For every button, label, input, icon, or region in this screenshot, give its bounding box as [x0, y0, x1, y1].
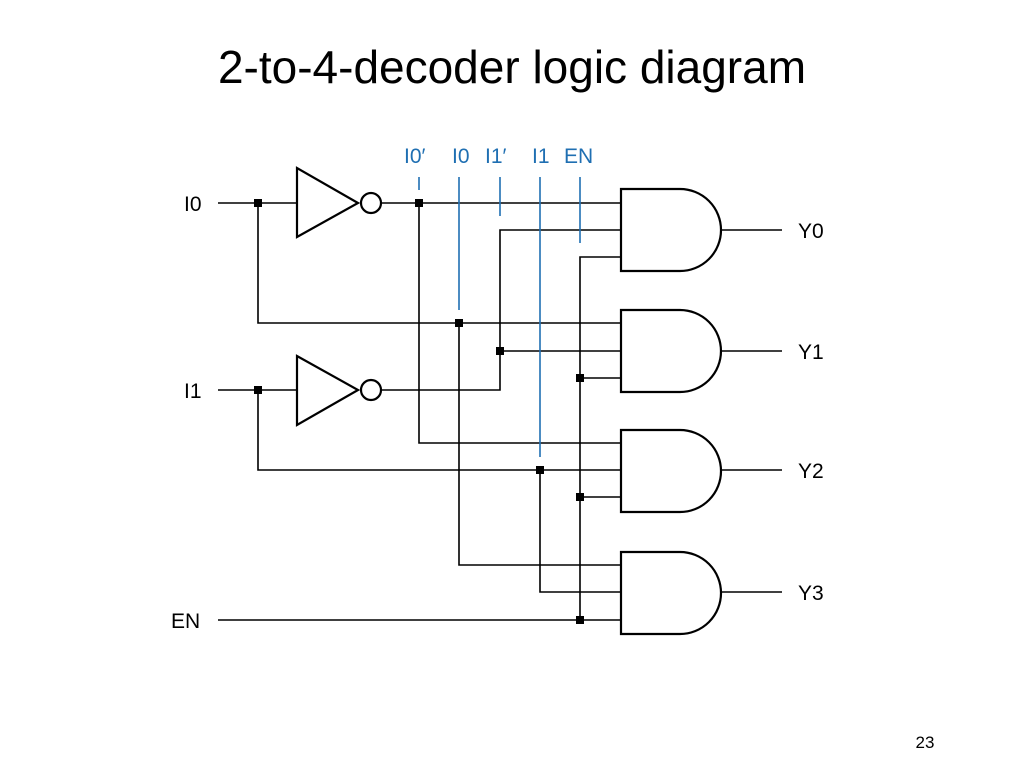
- junction-dot: [536, 466, 544, 474]
- bus-label-i0-complement: I0′: [404, 145, 426, 168]
- output-label-y2: Y2: [798, 460, 824, 483]
- slide-title: 2-to-4-decoder logic diagram: [217, 41, 807, 93]
- bus-label-i1: I1: [532, 145, 550, 168]
- wire-i1-true-down: [539, 470, 621, 593]
- and-gate-y0: [619, 187, 723, 273]
- junction-dot: [455, 319, 463, 327]
- input-label-i1: I1: [184, 380, 202, 403]
- wire-i1-true: [257, 390, 621, 471]
- bus-label-i1-complement: I1′: [485, 145, 507, 168]
- junction-dot: [576, 374, 584, 382]
- output-label-y3: Y3: [798, 582, 824, 605]
- and-gate-y1: [619, 308, 723, 394]
- output-label-y0: Y0: [798, 220, 824, 243]
- junction-dot: [576, 616, 584, 624]
- output-label-y1: Y1: [798, 341, 824, 364]
- inverter-i1: [295, 354, 383, 427]
- input-label-i0: I0: [184, 193, 202, 216]
- junction-dot: [254, 199, 262, 207]
- junction-dot: [576, 493, 584, 501]
- page-number: 23: [915, 733, 935, 752]
- wire-i0-complement-down: [418, 203, 621, 444]
- inverter-i0: [295, 166, 383, 239]
- bus-label-i0: I0: [452, 145, 470, 168]
- and-gate-y2: [619, 428, 723, 514]
- wire-i1-complement: [382, 229, 621, 391]
- bus-markers: [418, 177, 581, 457]
- wire-i0-true-down: [458, 323, 621, 566]
- junction-dots: [254, 199, 584, 624]
- and-gate-y3: [619, 550, 723, 636]
- junction-dot: [254, 386, 262, 394]
- junction-dot: [496, 347, 504, 355]
- junction-dot: [415, 199, 423, 207]
- input-label-en: EN: [171, 610, 200, 633]
- bus-label-en: EN: [564, 145, 593, 168]
